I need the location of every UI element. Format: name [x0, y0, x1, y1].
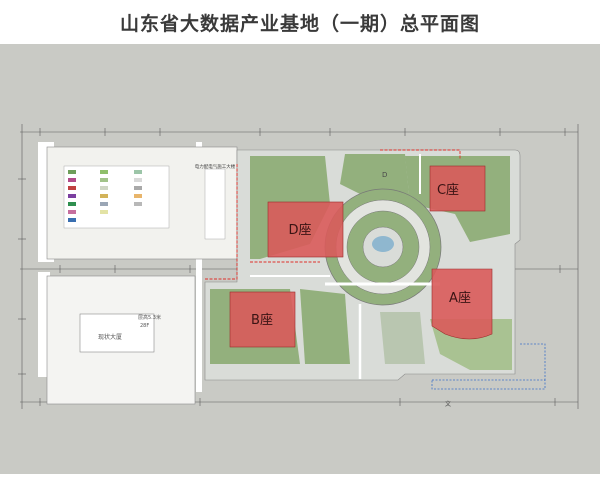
building-a: A座 — [431, 268, 493, 340]
underground-outline — [431, 343, 546, 390]
bottom-band — [0, 474, 600, 500]
site-plan: 电力配电气施工大楼 现状大厦 层高5.3米 28F — [0, 44, 600, 474]
building-b-label: B座 — [251, 313, 273, 328]
substation-label: 电力配电气施工大楼 — [195, 163, 236, 170]
building-d: D座 — [267, 201, 344, 258]
central-pond — [372, 236, 394, 252]
building-c-label: C座 — [437, 183, 459, 198]
zone-d-letter: D — [382, 171, 387, 179]
building-b: B座 — [229, 291, 296, 348]
existing-building — [79, 313, 155, 353]
substation-building — [204, 168, 226, 240]
title-bar: 山东省大数据产业基地（一期）总平面图 — [0, 0, 600, 44]
building-a-label: A座 — [449, 291, 471, 306]
existing-building-label: 现状大厦 — [98, 333, 122, 341]
site-plan-drawing: 电力配电气施工大楼 现状大厦 层高5.3米 28F — [18, 124, 579, 409]
building-c: C座 — [429, 165, 486, 212]
axis-char: 文 — [445, 400, 451, 408]
building-d-label: D座 — [288, 223, 311, 238]
existing-building-info: 层高5.3米 — [138, 314, 161, 321]
legend-table — [63, 165, 170, 229]
page-title: 山东省大数据产业基地（一期）总平面图 — [119, 12, 480, 35]
property-boundary — [205, 149, 461, 280]
existing-building-floors: 28F — [140, 323, 149, 329]
